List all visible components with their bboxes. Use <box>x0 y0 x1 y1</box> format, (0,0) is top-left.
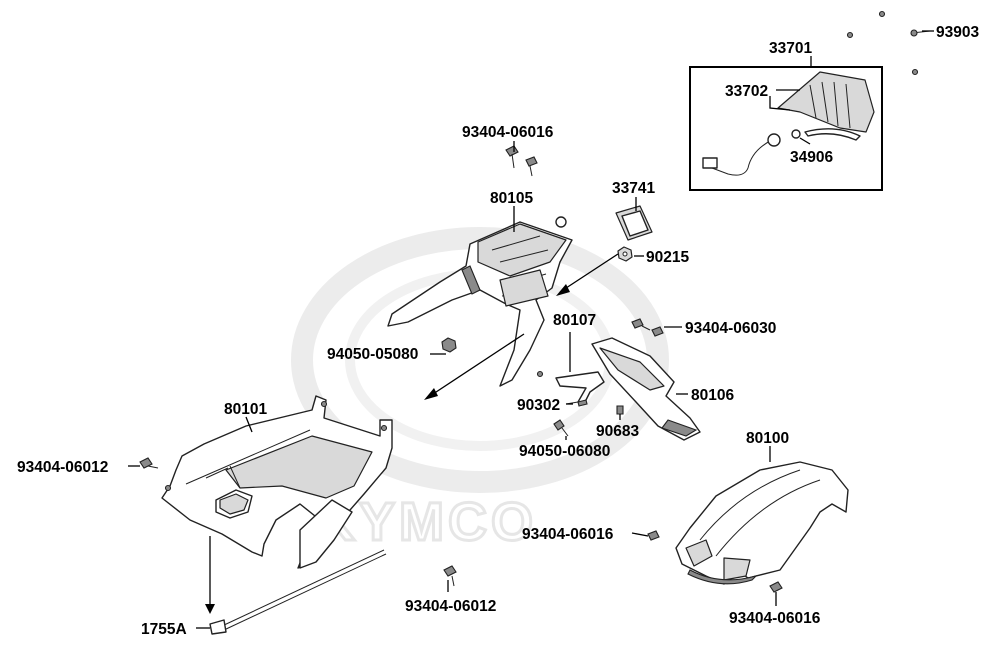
label-94050-06080: 94050-06080 <box>519 443 610 460</box>
reflector-33741 <box>615 205 653 241</box>
leader-lines <box>128 30 934 629</box>
label-90215: 90215 <box>646 249 689 266</box>
fasteners-90302-90683 <box>553 399 624 437</box>
label-80100: 80100 <box>746 430 789 447</box>
label-1755A: 1755A <box>141 621 187 638</box>
part-labels: 33701 33702 34906 93903 93404-06016 8010… <box>17 24 979 638</box>
fender-80100 <box>675 461 849 585</box>
bolt-93404-06012-bottom <box>443 565 457 587</box>
bolt-93404-06012-left <box>139 457 159 469</box>
label-80107: 80107 <box>553 312 596 329</box>
label-80105: 80105 <box>490 190 533 207</box>
nut-94050-05080 <box>441 337 457 353</box>
label-93404-06012-bottom: 93404-06012 <box>405 598 496 615</box>
label-80101: 80101 <box>224 401 267 418</box>
label-93903: 93903 <box>936 24 979 41</box>
cover-80106 <box>591 337 701 441</box>
label-93404-06012-left: 93404-06012 <box>17 459 108 476</box>
taillight-assembly-box <box>689 66 883 191</box>
label-33741: 33741 <box>612 180 655 197</box>
band-1755A <box>209 549 387 635</box>
label-93404-06016-top: 93404-06016 <box>462 124 554 141</box>
label-80106: 80106 <box>691 387 734 404</box>
bracket-80105 <box>387 216 573 387</box>
bolt-93404-06030 <box>631 318 664 337</box>
cover-80101 <box>161 395 393 569</box>
label-94050-05080: 94050-05080 <box>327 346 418 363</box>
screw-93903 <box>846 10 931 76</box>
label-34906: 34906 <box>790 149 833 166</box>
bolt-93404-06016-mid <box>647 530 660 541</box>
label-90683: 90683 <box>596 423 639 440</box>
label-93404-06016-bottom: 93404-06016 <box>729 610 821 627</box>
nut-90215 <box>617 246 633 262</box>
label-33701: 33701 <box>769 40 812 57</box>
label-90302: 90302 <box>517 397 560 414</box>
label-93404-06030: 93404-06030 <box>685 320 776 337</box>
label-93404-06016-mid: 93404-06016 <box>522 526 614 543</box>
label-33702: 33702 <box>725 83 768 100</box>
bolt-93404-06016-top <box>505 145 538 177</box>
bolt-93404-06016-bottom <box>769 581 783 593</box>
